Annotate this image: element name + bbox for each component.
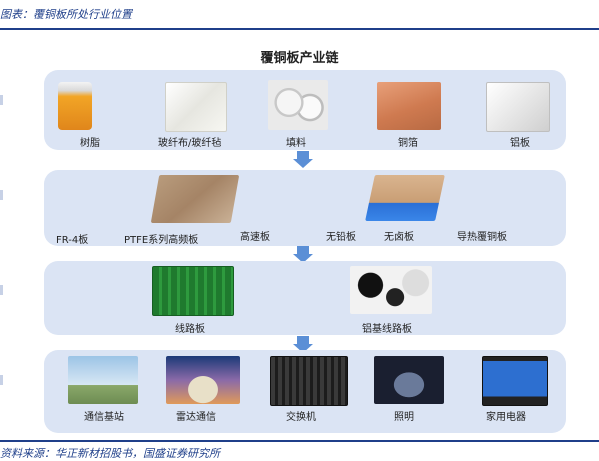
pcb-row — [44, 261, 566, 335]
glass-fiber-cloth-image — [165, 82, 227, 132]
label-copper-foil: 铜箔 — [398, 138, 418, 149]
label-thermal-ccl: 导热覆铜板 — [457, 232, 507, 243]
aluminum-plate-image — [486, 82, 550, 132]
label-resin: 树脂 — [80, 138, 100, 149]
label-appliances: 家用电器 — [486, 412, 526, 423]
label-lead-free: 无铅板 — [326, 232, 356, 243]
ccl-products-row — [44, 170, 566, 246]
resin-bottle-image — [58, 82, 92, 130]
diagram-title: 覆铜板产业链 — [260, 51, 339, 66]
label-ptfe: PTFE系列高频板 — [124, 235, 199, 246]
laminate-image — [365, 175, 445, 221]
label-pcb: 线路板 — [175, 324, 205, 335]
label-aluminum-plate: 铝板 — [510, 138, 530, 149]
pcb-image — [152, 266, 234, 316]
appliance-tv-image — [482, 356, 548, 406]
copper-foil-image — [377, 82, 441, 130]
base-station-image — [68, 356, 138, 404]
left-edge-mark — [0, 375, 3, 385]
ccl-board-image — [150, 175, 240, 223]
lighting-image — [374, 356, 444, 404]
label-radar: 雷达通信 — [176, 412, 216, 423]
aluminum-pcb-image — [350, 266, 432, 314]
radar-image — [166, 356, 240, 404]
label-switch: 交换机 — [286, 412, 316, 423]
left-edge-mark — [0, 190, 3, 200]
bottom-rule — [0, 440, 599, 442]
switch-image — [270, 356, 348, 406]
label-filler: 填料 — [286, 138, 306, 149]
left-edge-mark — [0, 95, 3, 105]
label-lighting: 照明 — [394, 412, 414, 423]
label-halogen-free: 无卤板 — [384, 232, 414, 243]
left-edge-mark — [0, 285, 3, 295]
figure-caption-top: 图表：覆铜板所处行业位置 — [0, 8, 132, 21]
label-aluminum-pcb: 铝基线路板 — [362, 324, 412, 335]
label-glass-fiber: 玻纤布/玻纤毡 — [158, 138, 222, 149]
top-rule — [0, 28, 599, 30]
label-high-speed: 高速板 — [240, 232, 270, 243]
source-caption: 资料来源：华正新材招股书，国盛证券研究所 — [0, 447, 220, 460]
label-base-station: 通信基站 — [84, 412, 124, 423]
filler-image — [268, 80, 328, 130]
label-fr4: FR-4板 — [56, 235, 89, 246]
